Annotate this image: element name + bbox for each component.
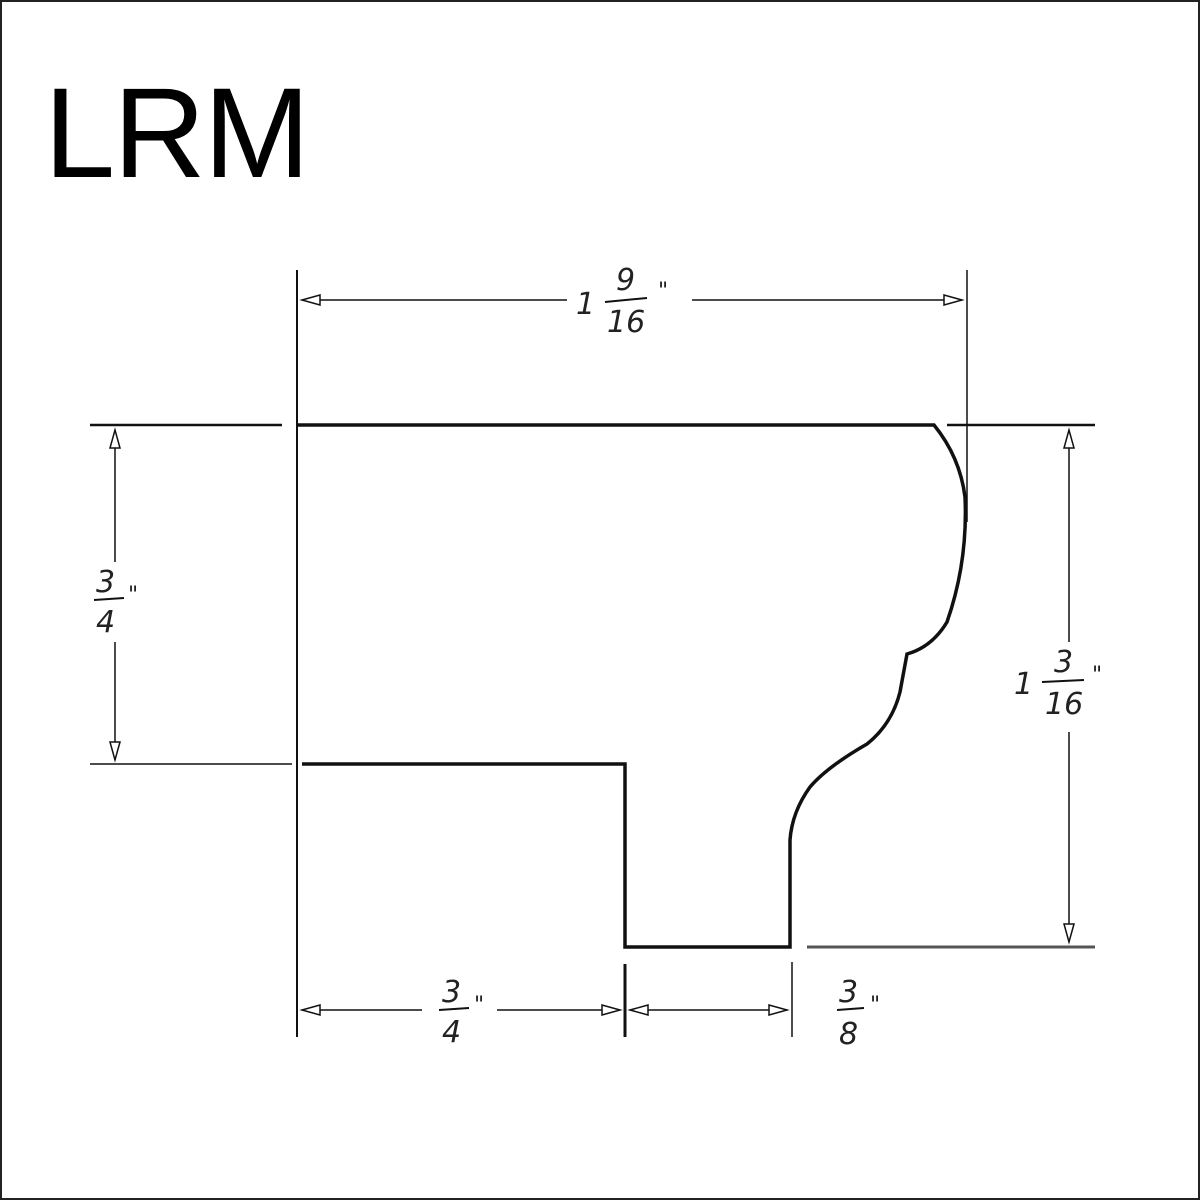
dim-denominator: 4 <box>442 1015 461 1050</box>
dim-right-height: 1 3 16 " <box>1014 645 1102 722</box>
arrowhead <box>1063 427 1075 449</box>
arrowhead <box>943 294 965 306</box>
arrowhead <box>768 1004 790 1016</box>
dim-unit: " <box>1092 663 1102 688</box>
dim-denominator: 16 <box>1045 687 1083 722</box>
dim-numerator: 9 <box>616 263 635 298</box>
arrowhead <box>299 1004 321 1016</box>
dim-bottom-left-width: 3 4 " <box>442 975 484 1050</box>
dim-denominator: 8 <box>839 1017 858 1052</box>
dim-overall-width: 1 9 16 " <box>576 263 668 340</box>
fraction-bar <box>836 1007 865 1011</box>
arrowhead <box>601 1004 623 1016</box>
moulding-profile <box>297 423 968 949</box>
dim-numerator: 3 <box>1054 645 1073 680</box>
arrowhead <box>627 1004 649 1016</box>
dim-denominator: 16 <box>607 305 645 340</box>
dim-numerator: 3 <box>839 975 858 1010</box>
dim-unit: " <box>658 279 668 304</box>
arrowhead <box>109 741 121 763</box>
fraction-bar <box>438 1007 470 1011</box>
dim-whole: 1 <box>1014 667 1033 702</box>
arrowhead <box>109 427 121 449</box>
dim-numerator: 3 <box>442 975 461 1010</box>
arrowhead <box>1063 923 1075 945</box>
fraction-bar <box>604 297 648 303</box>
fraction-bar <box>93 597 125 601</box>
dim-unit: " <box>870 993 880 1018</box>
dim-numerator: 3 <box>96 565 115 600</box>
dim-whole: 1 <box>576 287 595 322</box>
arrowhead <box>299 294 321 306</box>
dim-left-height: 3 4 " <box>96 565 138 640</box>
dim-denominator: 4 <box>96 605 115 640</box>
dim-bottom-notch-width: 3 8 " <box>839 975 880 1052</box>
fraction-bar <box>1041 679 1085 683</box>
dim-unit: " <box>128 583 138 608</box>
profile-title: LRM <box>44 62 310 205</box>
dim-unit: " <box>474 993 484 1018</box>
